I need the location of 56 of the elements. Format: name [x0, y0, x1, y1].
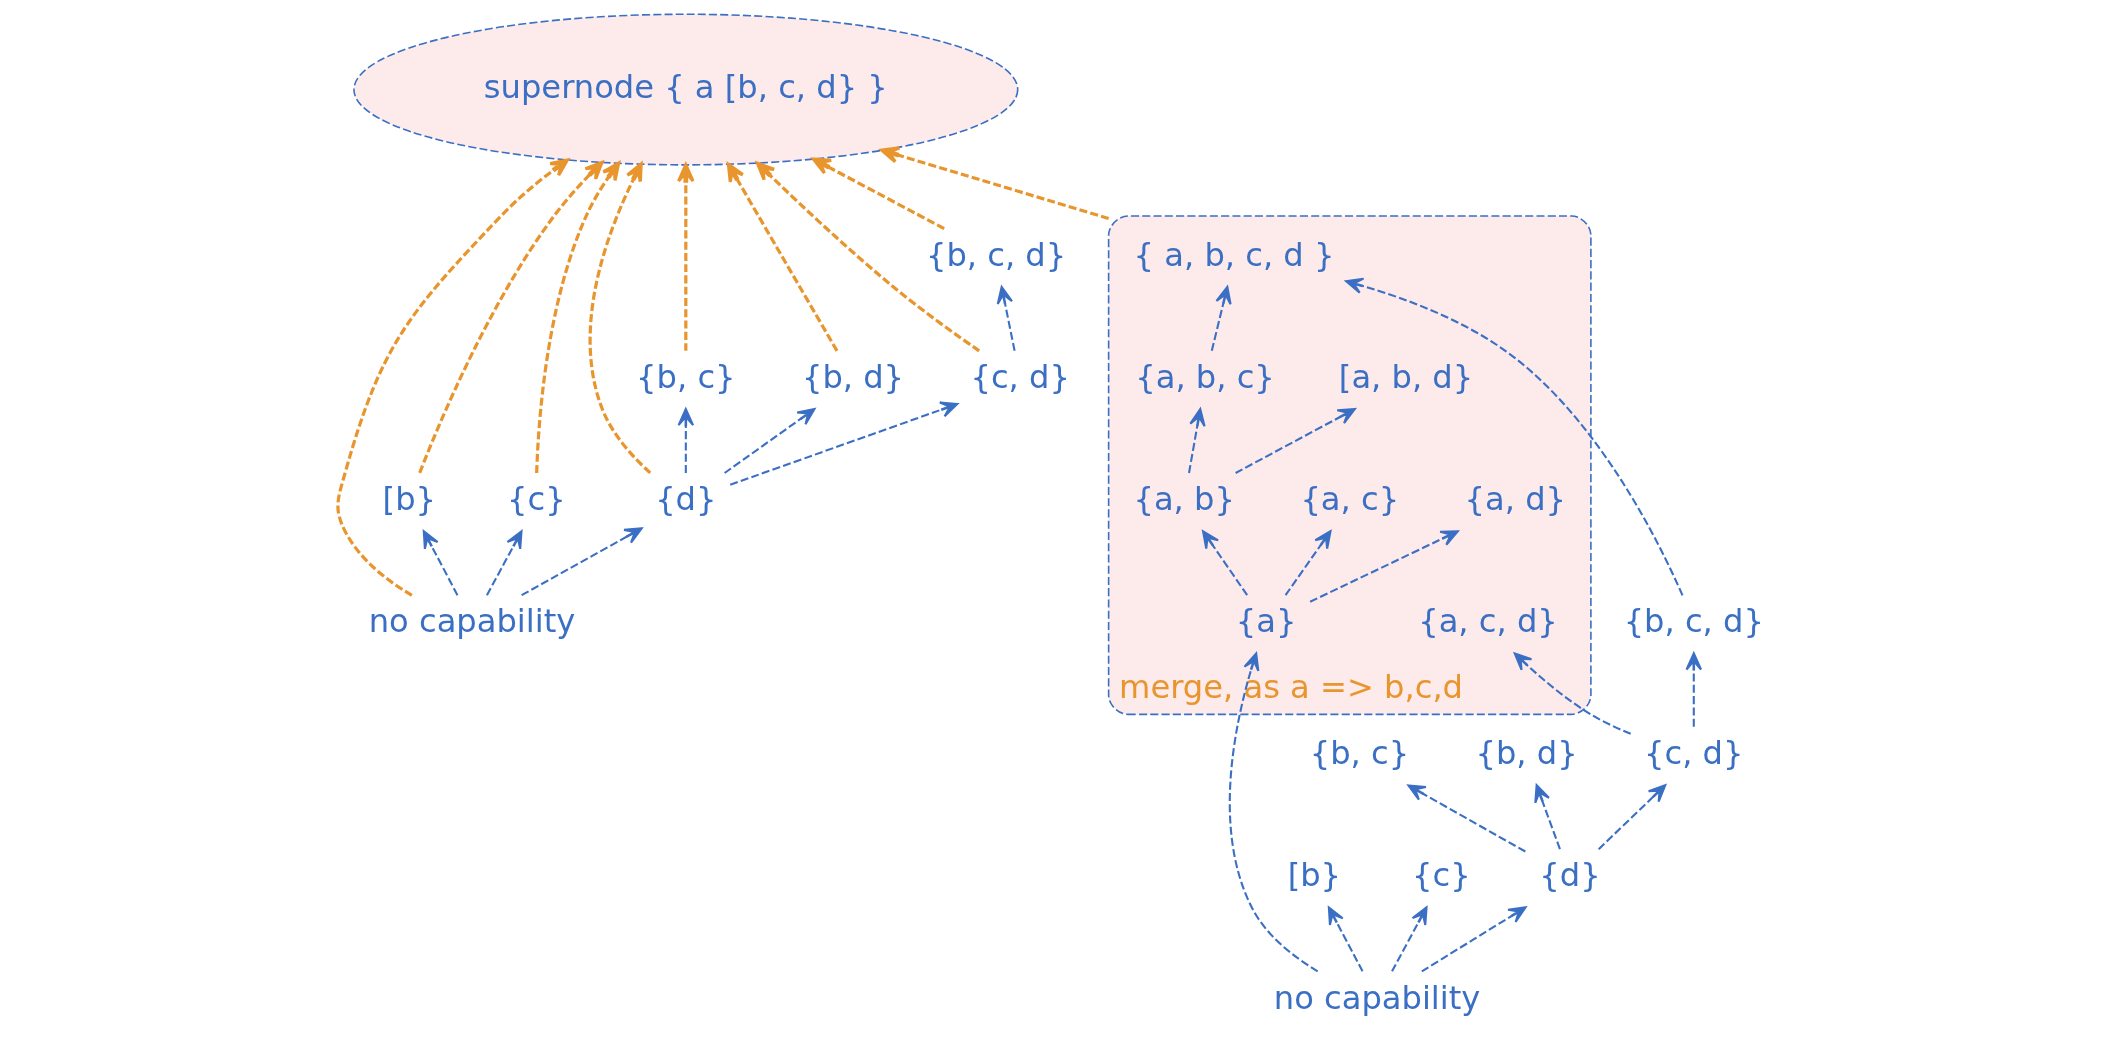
arrow [812, 157, 945, 231]
arrow [729, 401, 959, 486]
node-text: [a, b, d} [1338, 358, 1474, 397]
node-text: {a} [1235, 602, 1297, 641]
arrow [1345, 277, 1684, 596]
arrow [588, 162, 652, 475]
node-text: {a, b, c} [1135, 358, 1275, 397]
arrow [880, 146, 1110, 220]
node-text: {a, b} [1133, 480, 1235, 519]
node-text: {c, d} [1644, 734, 1744, 773]
arrow [1421, 906, 1527, 973]
arrow [677, 408, 695, 473]
node-text: {c, d} [970, 358, 1070, 397]
arrow [1188, 408, 1206, 474]
node-text: {a, d} [1464, 480, 1567, 519]
arrow [1210, 285, 1232, 352]
node-text: no capability [368, 602, 576, 641]
node-text: {c} [507, 480, 566, 519]
node-text: {b, d} [1475, 734, 1578, 773]
arrow [677, 163, 695, 351]
arrow [486, 530, 523, 596]
arrow [1284, 530, 1332, 596]
arrow [1235, 408, 1356, 474]
node-text: {d} [1539, 856, 1601, 895]
arrow [756, 161, 981, 353]
node-text: [b} [382, 480, 437, 519]
arrow [724, 408, 816, 474]
node-text: {c} [1412, 856, 1471, 895]
arrow [336, 158, 569, 597]
arrow [1309, 530, 1459, 603]
node-text: [b} [1287, 856, 1342, 895]
node-text: no capability [1273, 978, 1481, 1017]
arrow [521, 527, 643, 597]
arrow [1327, 906, 1364, 972]
node-text: {b, c} [636, 358, 736, 397]
node-text: {a, c} [1300, 480, 1400, 519]
arrow [1391, 906, 1428, 972]
arrow [418, 160, 604, 474]
node-text: {b, c, d} [1623, 602, 1764, 641]
node-text: {a, c, d} [1418, 602, 1558, 641]
arrow [1685, 652, 1703, 727]
arrow [726, 162, 839, 352]
arrow [535, 161, 621, 474]
arrow [1598, 784, 1667, 850]
node-text: {b, d} [801, 358, 905, 397]
node-text: {b, c, d} [925, 235, 1067, 274]
arrow [1228, 652, 1319, 973]
node-text: {d} [655, 480, 717, 519]
arrow [1407, 784, 1526, 853]
arrow [1513, 652, 1632, 735]
arrow [996, 285, 1016, 351]
arrow [1202, 530, 1248, 596]
node-text: {b, c} [1309, 734, 1410, 773]
arrow [422, 530, 459, 596]
arrow [1534, 784, 1561, 850]
node-text: { a, b, c, d } [1133, 235, 1335, 274]
